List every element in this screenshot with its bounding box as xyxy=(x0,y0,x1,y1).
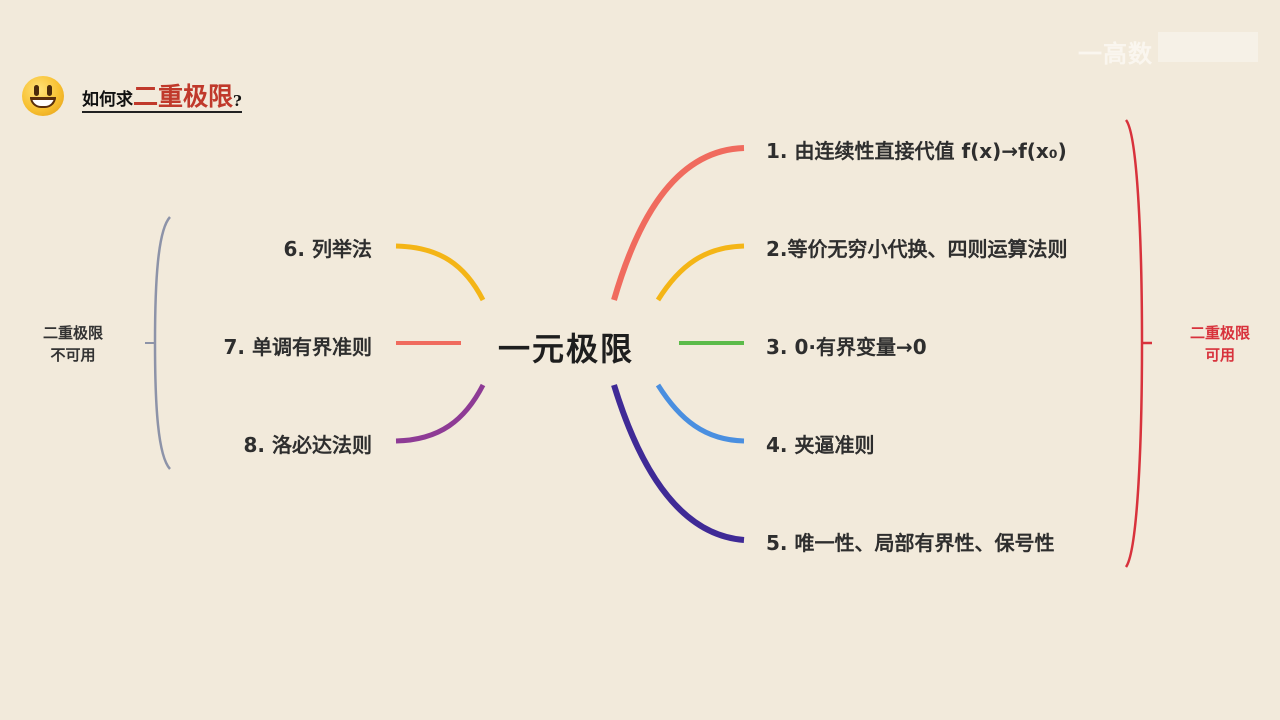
branch-node-2: 2.等价无穷小代换、四则运算法则 xyxy=(766,237,1068,261)
left-group-label-line2: 不可用 xyxy=(50,346,96,364)
central-topic: 一元极限 xyxy=(498,330,635,368)
smiley-face-icon xyxy=(22,76,64,116)
branch-line-1 xyxy=(611,145,745,301)
branch-node-8: 8. 洛必达法则 xyxy=(243,433,372,457)
right-bracket xyxy=(1124,119,1144,568)
left-group-label-line1: 二重极限 xyxy=(42,324,103,342)
branch-line-2 xyxy=(655,243,745,302)
left-group-label: 二重极限 不可用 xyxy=(30,322,116,366)
branch-node-5: 5. 唯一性、局部有界性、保号性 xyxy=(766,531,1055,555)
right-group-label-line2: 可用 xyxy=(1204,346,1235,364)
branch-line-8 xyxy=(395,383,486,444)
title-suffix: ? xyxy=(233,92,242,110)
branch-line-6 xyxy=(395,243,486,302)
right-group-label-line1: 二重极限 xyxy=(1189,324,1250,342)
branch-node-7: 7. 单调有界准则 xyxy=(223,335,372,359)
right-group-label: 二重极限 可用 xyxy=(1176,322,1264,366)
branch-node-4: 4. 夹逼准则 xyxy=(766,433,875,457)
branch-node-6: 6. 列举法 xyxy=(283,237,372,261)
branch-line-4 xyxy=(655,383,745,444)
watermark: 一高数 xyxy=(1078,40,1153,68)
branch-line-5 xyxy=(611,384,745,543)
left-bracket xyxy=(153,216,171,470)
title-prefix: 如何求 xyxy=(82,90,133,110)
branch-node-3: 3. 0·有界变量→0 xyxy=(766,335,927,359)
title-highlight: 二重极限 xyxy=(133,82,234,111)
page-title: 如何求 二重极限 ? xyxy=(82,84,242,113)
watermark-box xyxy=(1158,32,1258,62)
branch-node-1: 1. 由连续性直接代值 f(x)→f(x₀) xyxy=(766,139,1067,163)
